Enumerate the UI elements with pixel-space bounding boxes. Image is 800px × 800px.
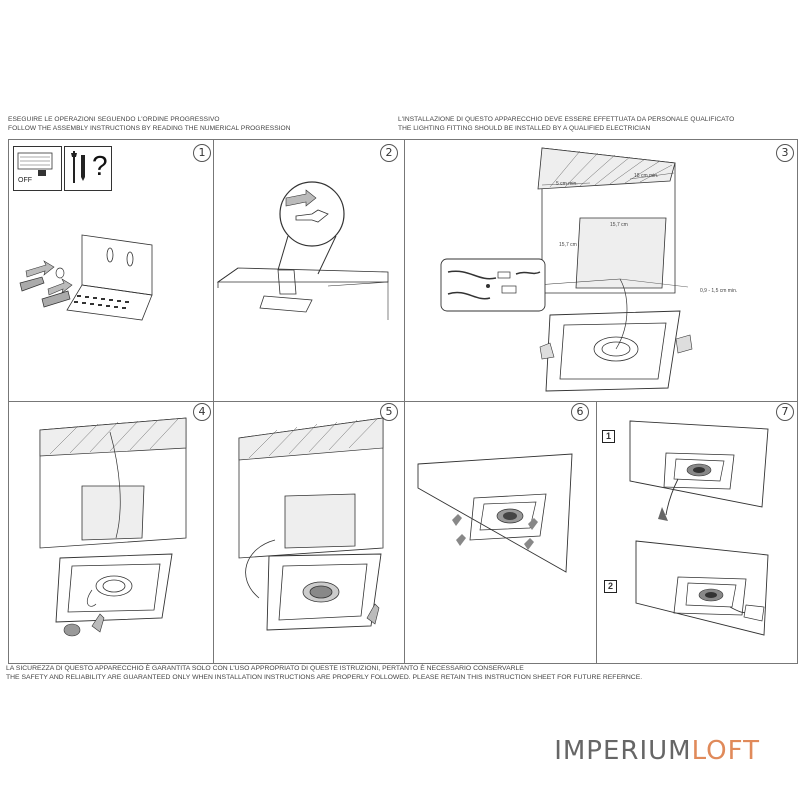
step7-lamp-illustration-1: [629, 420, 769, 521]
header-right-line1: L'INSTALLAZIONE DI QUESTO APPARECCHIO DE…: [398, 116, 735, 123]
step-number-7: 7: [776, 403, 794, 421]
ceiling-bracket-illustration: [216, 181, 389, 320]
brand-part2: LOFT: [691, 736, 760, 766]
step6-install-illustration: [417, 453, 573, 573]
tools-icon: ?: [64, 146, 112, 191]
footer-line1: LA SICUREZZA DI QUESTO APPARECCHIO È GAR…: [6, 665, 524, 672]
step-panel-5: [214, 402, 405, 663]
brand-part1: IMPERIUM: [554, 736, 692, 766]
header-right-line2: THE LIGHTING FITTING SHOULD BE INSTALLED…: [398, 124, 651, 132]
header-left: ESEGUIRE LE OPERAZIONI SEGUENDO L'ORDINE…: [8, 116, 291, 133]
step5-install-illustration: [238, 417, 384, 631]
header-left-line2: FOLLOW THE ASSEMBLY INSTRUCTIONS BY READ…: [8, 124, 291, 132]
step-number-3: 3: [776, 144, 794, 162]
header-left-line1: ESEGUIRE LE OPERAZIONI SEGUENDO L'ORDINE…: [8, 116, 220, 123]
step7-sub-2: 2: [604, 580, 617, 593]
step-number-6: 6: [571, 403, 589, 421]
step7-sub-1: 1: [602, 430, 615, 443]
step7-lamp-illustration-2: [635, 540, 769, 636]
step-number-1: 1: [193, 144, 211, 162]
dim-width-label: 15,7 cm: [610, 222, 628, 228]
connector-detail-illustration: [440, 258, 546, 312]
power-switch-icon: OFF: [13, 146, 62, 191]
step-panel-6: [405, 402, 597, 663]
dim-top-label: 18 cm min.: [634, 173, 659, 179]
footer-disclaimer: LA SICUREZZA DI QUESTO APPARECCHIO È GAR…: [6, 664, 642, 682]
screw-anchor-icon: [71, 151, 85, 183]
step-number-5: 5: [380, 403, 398, 421]
step4-install-illustration: [39, 417, 187, 637]
dim-thickness-label: 0,9 - 1,5 cm min.: [700, 288, 738, 294]
off-label: OFF: [18, 177, 32, 184]
footer-line2: THE SAFETY AND RELIABILITY ARE GUARANTEE…: [6, 674, 643, 681]
step-number-4: 4: [193, 403, 211, 421]
header-right: L'INSTALLAZIONE DI QUESTO APPARECCHIO DE…: [398, 116, 734, 133]
step-panel-2: [214, 140, 405, 402]
brand-logo: IMPERIUMLOFT: [554, 736, 760, 766]
dim-height-label: 15,7 cm: [559, 242, 577, 248]
step-number-2: 2: [380, 144, 398, 162]
ceiling-cutout-illustration: [535, 147, 693, 392]
step-panel-4: [9, 402, 214, 663]
dim-depth-label: 5 cm min.: [556, 181, 578, 187]
step-panel-1: [9, 140, 214, 402]
step-panel-3: [405, 140, 797, 402]
bracket-screw-illustration: [19, 234, 153, 321]
question-mark: ?: [92, 150, 108, 181]
instruction-grid: [8, 139, 798, 664]
